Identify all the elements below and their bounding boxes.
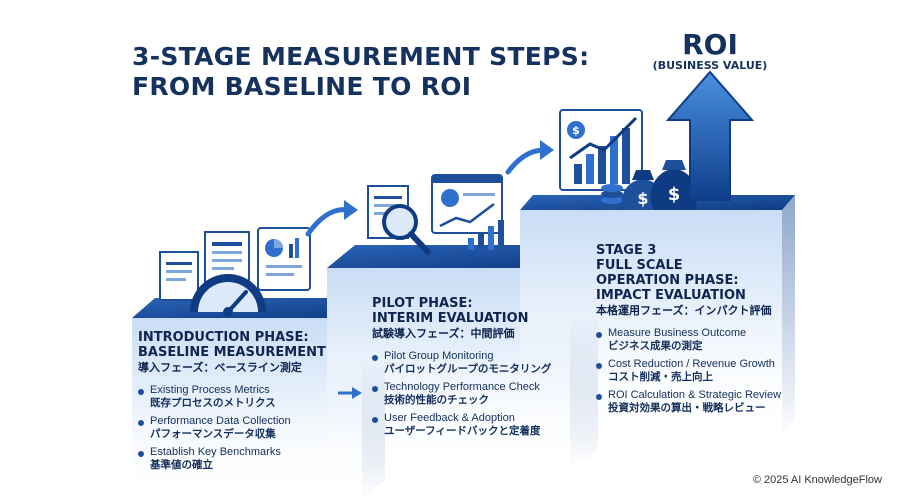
stage-3-text: STAGE 3 FULL SCALE OPERATION PHASE: IMPA… xyxy=(596,243,781,420)
stage-1-title-line-2: BASELINE MEASUREMENT xyxy=(138,345,326,360)
roi-heading: ROI xyxy=(682,28,738,61)
stage-3-title-line-3: OPERATION PHASE: xyxy=(596,273,739,288)
arrow-icon xyxy=(665,70,755,201)
stage-3-title-line-1: STAGE 3 xyxy=(596,243,657,258)
stage-2-jp-title: 試験導入フェーズ：中間評価 xyxy=(372,328,515,340)
arrow-icon xyxy=(338,387,362,399)
list-item-en: ROI Calculation & Strategic Review xyxy=(608,389,782,401)
dashboard-icon xyxy=(431,174,504,250)
list-item: Pilot Group Monitoring パイロットグループのモニタリング xyxy=(372,350,551,376)
list-item: ROI Calculation & Strategic Review 投資対効果… xyxy=(596,389,781,415)
gauge-icon xyxy=(190,274,266,317)
arrow-icon xyxy=(540,140,554,160)
stage-1-jp-title: 導入フェーズ：ベースライン測定 xyxy=(138,362,302,374)
title-line-2: FROM BASELINE TO ROI xyxy=(132,72,472,101)
list-item: Establish Key Benchmarks 基準値の確立 xyxy=(138,446,326,472)
arrow-icon xyxy=(505,147,547,175)
stage-3-jp-title: 本格運用フェーズ：インパクト評価 xyxy=(596,305,772,317)
roi-label: ROI (BUSINESS VALUE) xyxy=(650,30,770,72)
list-item-jp: 投資対効果の算出・戦略レビュー xyxy=(608,402,766,414)
svg-text:$: $ xyxy=(668,184,681,205)
list-item-en: Technology Performance Check xyxy=(384,381,540,393)
list-item: Existing Process Metrics 既存プロセスのメトリクス xyxy=(138,384,326,410)
title-line-1: 3-STAGE MEASUREMENT STEPS: xyxy=(132,42,590,71)
list-item-jp: 既存プロセスのメトリクス xyxy=(150,397,276,409)
list-item-en: Establish Key Benchmarks xyxy=(150,446,281,458)
list-item-jp: 基準値の確立 xyxy=(150,459,213,471)
page-title: 3-STAGE MEASUREMENT STEPS: FROM BASELINE… xyxy=(132,42,589,102)
list-item-en: Existing Process Metrics xyxy=(150,384,270,396)
list-item: Technology Performance Check 技術的性能のチェック xyxy=(372,381,551,407)
list-item-en: User Feedback & Adoption xyxy=(384,412,515,424)
stage-1-title-line-1: INTRODUCTION PHASE: xyxy=(138,330,309,345)
stage-1-list: Existing Process Metrics 既存プロセスのメトリクス Pe… xyxy=(138,384,326,472)
money-bag-icon: $ $ xyxy=(622,160,698,210)
stage-3-title-line-2: FULL SCALE xyxy=(596,258,683,273)
list-item: Performance Data Collection パフォーマンスデータ収集 xyxy=(138,415,326,441)
stage-1-text: INTRODUCTION PHASE: BASELINE MEASUREMENT… xyxy=(138,330,326,477)
svg-text:$: $ xyxy=(572,124,580,137)
list-item-en: Performance Data Collection xyxy=(150,415,291,427)
list-item-jp: ビジネス成果の測定 xyxy=(608,340,703,352)
list-item-en: Measure Business Outcome xyxy=(608,327,747,339)
list-item: Measure Business Outcome ビジネス成果の測定 xyxy=(596,327,781,353)
roi-subheading: (BUSINESS VALUE) xyxy=(652,59,768,72)
copyright: © 2025 AI KnowledgeFlow xyxy=(752,474,882,486)
stage-2-title-line-1: PILOT PHASE: xyxy=(372,296,473,311)
magnifier-icon xyxy=(382,204,431,255)
list-item-jp: パイロットグループのモニタリング xyxy=(384,363,552,375)
stage-2-list: Pilot Group Monitoring パイロットグループのモニタリング … xyxy=(372,350,551,438)
svg-text:$: $ xyxy=(637,189,648,208)
list-item-en: Cost Reduction / Revenue Growth xyxy=(608,358,775,370)
stage-3-title-line-4: IMPACT EVALUATION xyxy=(596,288,746,303)
list-item: User Feedback & Adoption ユーザーフィードバックと定着度 xyxy=(372,412,551,438)
list-item-jp: コスト削減・売上向上 xyxy=(608,371,713,383)
stage-2-title-line-2: INTERIM EVALUATION xyxy=(372,311,529,326)
arrow-icon xyxy=(305,207,351,237)
list-item-en: Pilot Group Monitoring xyxy=(384,350,494,362)
report-icon xyxy=(257,227,311,291)
list-item-jp: 技術的性能のチェック xyxy=(384,394,489,406)
list-item-jp: パフォーマンスデータ収集 xyxy=(150,428,276,440)
stage-3-list: Measure Business Outcome ビジネス成果の測定 Cost … xyxy=(596,327,781,415)
growth-chart-icon: $ xyxy=(559,109,643,191)
list-item: Cost Reduction / Revenue Growth コスト削減・売上… xyxy=(596,358,781,384)
stage-2-text: PILOT PHASE: INTERIM EVALUATION 試験導入フェーズ… xyxy=(372,296,551,443)
coin-icon xyxy=(601,184,623,210)
arrow-icon xyxy=(344,200,358,220)
list-item-jp: ユーザーフィードバックと定着度 xyxy=(384,425,541,437)
